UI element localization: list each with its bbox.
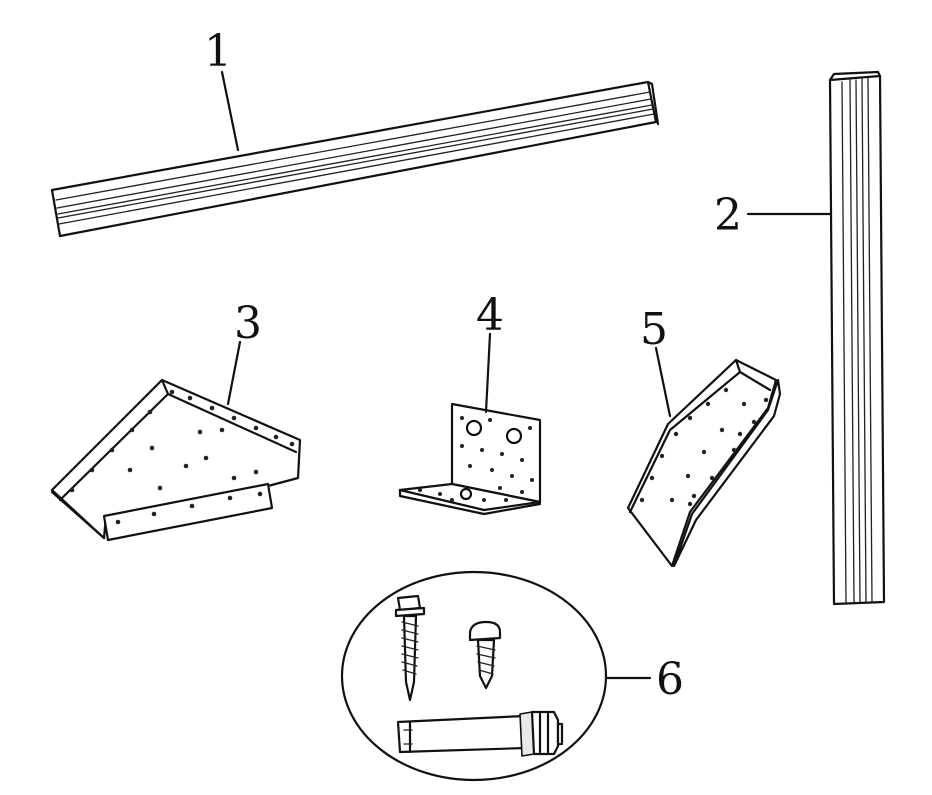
anchor-bolt-icon [396,710,564,757]
leader-line-3 [226,340,242,406]
part-6-label: 6 [656,654,684,705]
leader-line-5 [654,346,672,418]
part-3-label: 3 [234,298,262,349]
part-2-post [828,70,886,606]
part-5-label: 5 [640,304,668,355]
leader-line-1 [220,70,240,152]
part-3-bracket [50,378,302,542]
part-5-channel [626,358,782,568]
part-4-label: 4 [476,290,504,341]
pan-head-screw-icon [468,620,502,690]
hex-head-screw-icon [394,594,426,702]
part-2-label: 2 [714,190,742,241]
part-1-rail [50,80,660,238]
part-3-holes [69,389,295,525]
part-4-holes [418,416,534,502]
leader-line-4 [484,332,492,414]
part-4-angle-bracket [398,402,542,516]
part-5-holes [639,387,769,507]
part-6-fasteners [340,570,608,782]
part-1-label: 1 [204,26,232,77]
